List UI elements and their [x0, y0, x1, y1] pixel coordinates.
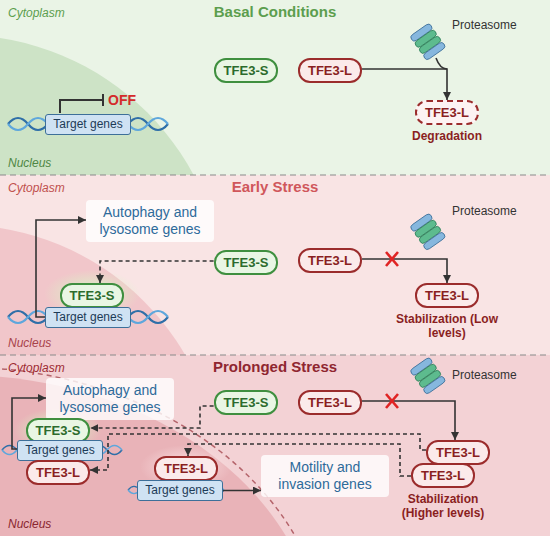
- long-isoform-pill: TFE3-L: [298, 390, 362, 415]
- short-isoform-pill: TFE3-S: [214, 58, 279, 83]
- protein-label: TFE3-S: [60, 283, 125, 308]
- gene-program-box: Motility and invasion genes: [261, 455, 389, 497]
- state-caption: Stabilization (Higher levels): [391, 492, 495, 520]
- long-isoform-pill: TFE3-L: [298, 58, 362, 83]
- panel-divider: [0, 354, 550, 355]
- nucleus-shape: [0, 225, 220, 355]
- protein-label: TFE3-L: [298, 58, 362, 83]
- nucleus-shape: [0, 35, 225, 175]
- panel-divider: [0, 174, 550, 175]
- long-isoform-pill: TFE3-L: [298, 248, 362, 273]
- flow-arrow: [362, 69, 447, 100]
- proteasome-icon: [410, 23, 447, 61]
- short-isoform-pill: TFE3-S: [214, 250, 279, 275]
- long-isoform-pill: TFE3-L Stabilization (Higher levels): [391, 463, 495, 520]
- box-text: Autophagy and lysosome genes: [54, 382, 166, 416]
- gene-program-box: Autophagy and lysosome genes: [46, 378, 174, 420]
- inhibition-bar: [60, 94, 103, 113]
- proteasome-icon: [410, 357, 447, 395]
- icon-label: Proteasome: [452, 18, 517, 32]
- protein-label: TFE3-S: [214, 390, 279, 415]
- gene-box: Target genes: [45, 114, 130, 135]
- icon-label: Proteasome: [452, 368, 517, 382]
- flow-arrow: [362, 259, 447, 283]
- block-mark: [386, 394, 398, 408]
- long-isoform-pill: TFE3-L: [26, 460, 90, 485]
- protein-label: TFE3-S: [214, 250, 279, 275]
- protein-label: TFE3-L: [415, 283, 479, 308]
- protein-label: TFE3-L: [415, 100, 479, 125]
- long-isoform-pill: TFE3-L Stabilization (Low levels): [395, 283, 499, 340]
- box-text: Target genes: [145, 483, 214, 498]
- compartment-label: Cytoplasm: [8, 181, 65, 195]
- icon-label: Proteasome: [452, 204, 517, 218]
- translocation-arrow: [100, 261, 214, 283]
- protein-label: TFE3-L: [298, 390, 362, 415]
- long-isoform-pill: TFE3-L: [426, 440, 490, 465]
- box-text: Motility and invasion genes: [269, 459, 381, 493]
- box-text: Target genes: [53, 117, 122, 132]
- state-caption: Degradation: [412, 129, 482, 143]
- nucleus-outline: [0, 367, 328, 536]
- proteasome-icon: [410, 213, 447, 251]
- gene-box: Target genes: [137, 480, 222, 501]
- panel-title: Early Stress: [0, 175, 550, 195]
- protein-label: TFE3-L: [26, 460, 90, 485]
- compartment-label: Nucleus: [8, 336, 51, 350]
- stage-band: Prolonged StressAutophagy and lysosome g…: [0, 355, 550, 536]
- compartment-label: Cytoplasm: [8, 6, 65, 20]
- box-text: Target genes: [53, 310, 122, 325]
- box-text: Target genes: [25, 443, 94, 458]
- short-isoform-pill: TFE3-S: [214, 390, 279, 415]
- short-isoform-pill: TFE3-S: [60, 283, 125, 308]
- flow-arrow: [223, 490, 261, 492]
- compartment-label: Nucleus: [8, 156, 51, 170]
- state-label: OFF: [108, 92, 136, 108]
- panel-title: Basal Conditions: [0, 0, 550, 20]
- gene-program-box: Autophagy and lysosome genes: [86, 200, 214, 242]
- proteasome-merge: [436, 58, 447, 69]
- gene-box: Target genes: [17, 440, 102, 461]
- state-caption: Stabilization (Low levels): [395, 312, 499, 340]
- protein-label: TFE3-L: [154, 456, 218, 481]
- compartment-label: Cytoplasm: [8, 361, 65, 375]
- compartment-label: Nucleus: [8, 517, 51, 531]
- block-mark: [386, 252, 398, 266]
- protein-label: TFE3-L: [426, 440, 490, 465]
- degraded-isoform-pill: TFE3-L Degradation: [412, 100, 482, 143]
- stage-band: Early StressAutophagy and lysosome genes…: [0, 175, 550, 355]
- protein-label: TFE3-L: [298, 248, 362, 273]
- protein-label: TFE3-S: [214, 58, 279, 83]
- gene-box: Target genes: [45, 307, 130, 328]
- long-isoform-pill: TFE3-L: [154, 456, 218, 481]
- box-text: Autophagy and lysosome genes: [94, 204, 206, 238]
- protein-label: TFE3-L: [411, 463, 475, 488]
